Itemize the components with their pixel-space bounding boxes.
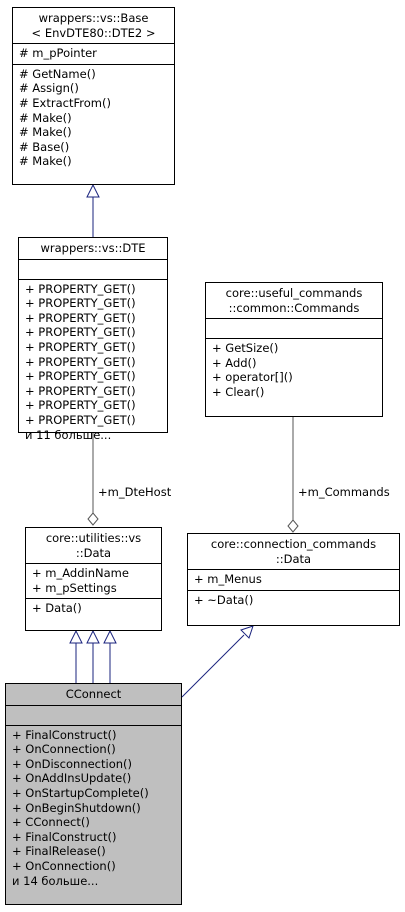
class-title: core::useful_commands ::common::Commands (206, 283, 382, 318)
method-item: + OnBeginShutdown() (12, 800, 141, 815)
method-item: # Make() (19, 110, 72, 125)
method-item: + operator[]() (212, 370, 293, 385)
method-item: + PROPERTY_GET() (25, 310, 136, 325)
attributes-section (206, 318, 382, 338)
method-item: + OnConnection() (12, 742, 116, 757)
class-title: wrappers::vs::Base < EnvDTE80::DTE2 > (13, 8, 174, 43)
class-title-line: wrappers::vs::Base (38, 11, 149, 25)
attribute-item: + m_pSettings (32, 580, 117, 595)
attribute-item: + m_AddinName (32, 566, 129, 581)
method-item: + PROPERTY_GET() (25, 325, 136, 340)
class-title-line: core::useful_commands (225, 286, 363, 300)
class-box-base[interactable]: wrappers::vs::Base < EnvDTE80::DTE2 > # … (12, 7, 175, 185)
class-title: core::utilities::vs ::Data (26, 528, 161, 563)
method-item: + FinalConstruct() (12, 727, 117, 742)
methods-section: + PROPERTY_GET() + PROPERTY_GET() + PROP… (19, 278, 167, 446)
class-title-line: CConnect (65, 687, 122, 701)
attributes-section: + m_AddinName + m_pSettings (26, 563, 161, 598)
class-title-line: core::utilities::vs (45, 531, 142, 545)
method-item: + PROPERTY_GET() (25, 281, 136, 296)
class-title-line: ::common::Commands (228, 300, 360, 315)
more-methods-link[interactable]: и 11 больше... (25, 427, 112, 442)
class-title-line: ::Data (75, 545, 112, 560)
method-item: + Add() (212, 355, 257, 370)
inheritance-dte-base (86, 183, 100, 237)
method-item: + Clear() (212, 384, 265, 399)
more-methods-link[interactable]: и 14 больше... (12, 873, 99, 888)
method-item: + FinalRelease() (12, 844, 106, 859)
method-item: # Assign() (19, 81, 79, 96)
method-item: + FinalConstruct() (12, 829, 117, 844)
class-box-commands[interactable]: core::useful_commands ::common::Commands… (205, 282, 383, 417)
method-item: + PROPERTY_GET() (25, 339, 136, 354)
method-item: + PROPERTY_GET() (25, 296, 136, 311)
attribute-item: + m_Menus (194, 572, 262, 587)
class-title: wrappers::vs::DTE (19, 238, 167, 259)
attribute-item: # m_pPointer (19, 46, 97, 61)
class-box-cconnect[interactable]: CConnect + FinalConstruct() + OnConnecti… (5, 683, 182, 905)
method-item: # Make() (19, 125, 72, 140)
composition-vsdata-dte (87, 432, 99, 526)
method-item: + GetSize() (212, 341, 279, 356)
class-title-line: < EnvDTE80::DTE2 > (31, 25, 156, 40)
method-item: + PROPERTY_GET() (25, 398, 136, 413)
method-item: + PROPERTY_GET() (25, 354, 136, 369)
method-item: + PROPERTY_GET() (25, 383, 136, 398)
method-item: # ExtractFrom() (19, 95, 111, 110)
inheritance-cconnect-vsdata-1 (69, 629, 83, 683)
method-item: + OnDisconnection() (12, 756, 133, 771)
inheritance-cconnect-vsdata-3 (103, 629, 117, 683)
method-item: # GetName() (19, 66, 96, 81)
class-box-connection-data[interactable]: core::connection_commands ::Data + m_Men… (187, 533, 400, 626)
method-item: # Base() (19, 139, 70, 154)
inheritance-cconnect-conndata (181, 625, 254, 698)
class-title: core::connection_commands ::Data (188, 534, 399, 569)
class-title-line: core::connection_commands (210, 537, 377, 551)
method-item: + OnAddInsUpdate() (12, 771, 132, 786)
class-box-dte[interactable]: wrappers::vs::DTE + PROPERTY_GET() + PRO… (18, 237, 168, 442)
methods-section: + GetSize() + Add() + operator[]() + Cle… (206, 338, 382, 402)
method-item: + OnStartupComplete() (12, 785, 149, 800)
method-item: + PROPERTY_GET() (25, 412, 136, 427)
method-item: # Make() (19, 154, 72, 169)
attributes-section: + m_Menus (188, 569, 399, 590)
methods-section: + ~Data() (188, 589, 399, 611)
methods-section: + Data() (26, 598, 161, 619)
method-item: + Data() (32, 601, 82, 616)
class-title-line: wrappers::vs::DTE (40, 241, 146, 255)
method-item: + CConnect() (12, 815, 90, 830)
class-title-line: ::Data (275, 551, 312, 566)
method-item: + ~Data() (194, 592, 254, 607)
attributes-section: # m_pPointer (13, 43, 174, 64)
edge-label-dte-host: +m_DteHost (98, 485, 172, 499)
method-item: + PROPERTY_GET() (25, 369, 136, 384)
methods-section: + FinalConstruct() + OnConnection() + On… (6, 724, 181, 892)
attributes-section (19, 258, 167, 279)
method-item: + OnConnection() (12, 858, 116, 873)
inheritance-cconnect-vsdata-2 (86, 629, 100, 683)
edge-label-commands: +m_Commands (298, 485, 390, 499)
attributes-section (6, 704, 181, 725)
composition-conndata-commands (287, 417, 299, 533)
class-title: CConnect (6, 684, 181, 705)
class-box-utilities-data[interactable]: core::utilities::vs ::Data + m_AddinName… (25, 527, 162, 631)
methods-section: # GetName() # Assign() # ExtractFrom() #… (13, 63, 174, 172)
